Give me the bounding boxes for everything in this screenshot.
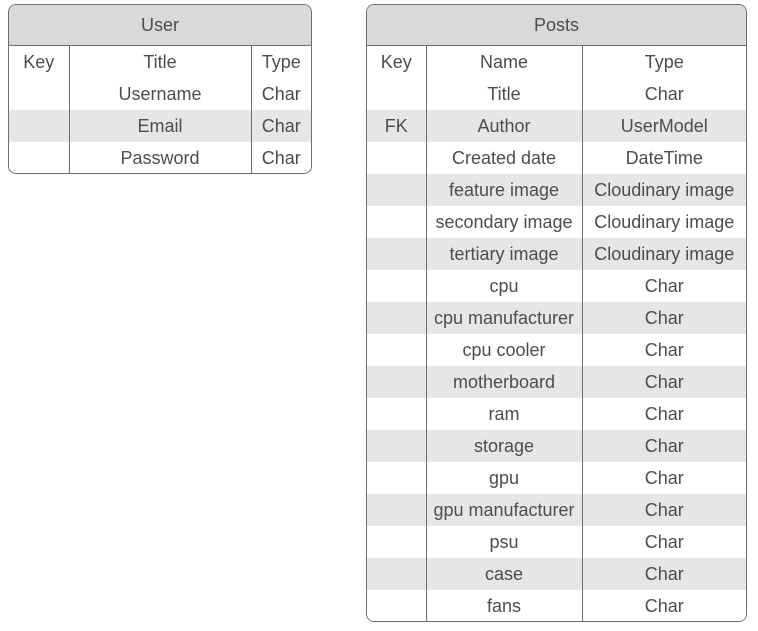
type-cell: Char bbox=[581, 494, 746, 526]
key-cell bbox=[367, 142, 426, 174]
type-cell: Char bbox=[250, 110, 311, 142]
type-cell: Char bbox=[581, 302, 746, 334]
type-cell: Char bbox=[581, 334, 746, 366]
name-cell: gpu manufacturer bbox=[425, 494, 582, 526]
key-cell bbox=[9, 78, 69, 110]
name-cell: case bbox=[425, 558, 582, 590]
type-cell: Cloudinary image bbox=[581, 238, 746, 270]
column-header-title: Title bbox=[68, 46, 251, 78]
name-cell: fans bbox=[425, 590, 582, 621]
key-cell bbox=[367, 462, 426, 494]
type-cell: Char bbox=[581, 558, 746, 590]
type-cell: Char bbox=[581, 526, 746, 558]
title-cell: Email bbox=[68, 110, 251, 142]
column-header-name: Name bbox=[425, 46, 582, 78]
key-cell bbox=[367, 366, 426, 398]
type-cell: Cloudinary image bbox=[581, 174, 746, 206]
key-cell bbox=[367, 174, 426, 206]
user-entity-title: User bbox=[9, 5, 311, 46]
type-cell: Cloudinary image bbox=[581, 206, 746, 238]
title-cell: Username bbox=[68, 78, 251, 110]
name-cell: cpu bbox=[425, 270, 582, 302]
name-cell: psu bbox=[425, 526, 582, 558]
name-cell: Title bbox=[425, 78, 582, 110]
column-header-type: Type bbox=[581, 46, 746, 78]
type-cell: Char bbox=[250, 142, 311, 173]
posts-entity-title: Posts bbox=[367, 5, 746, 46]
name-cell: cpu manufacturer bbox=[425, 302, 582, 334]
type-cell: Char bbox=[250, 78, 311, 110]
name-cell: motherboard bbox=[425, 366, 582, 398]
key-cell bbox=[367, 302, 426, 334]
type-cell: UserModel bbox=[581, 110, 746, 142]
posts-column-header-row: Key Name Type bbox=[367, 46, 746, 78]
key-cell bbox=[367, 398, 426, 430]
title-cell: Password bbox=[68, 142, 251, 173]
key-cell bbox=[367, 526, 426, 558]
name-cell: cpu cooler bbox=[425, 334, 582, 366]
type-cell: Char bbox=[581, 270, 746, 302]
name-cell: secondary image bbox=[425, 206, 582, 238]
column-header-type: Type bbox=[250, 46, 311, 78]
key-cell bbox=[9, 110, 69, 142]
key-cell bbox=[367, 78, 426, 110]
key-cell bbox=[367, 334, 426, 366]
key-cell bbox=[367, 590, 426, 621]
name-cell: gpu bbox=[425, 462, 582, 494]
name-cell: feature image bbox=[425, 174, 582, 206]
key-cell bbox=[367, 238, 426, 270]
key-cell bbox=[9, 142, 69, 173]
key-cell bbox=[367, 558, 426, 590]
type-cell: Char bbox=[581, 398, 746, 430]
type-cell: Char bbox=[581, 462, 746, 494]
type-cell: Char bbox=[581, 590, 746, 621]
type-cell: Char bbox=[581, 430, 746, 462]
type-cell: Char bbox=[581, 78, 746, 110]
column-header-key: Key bbox=[9, 46, 69, 78]
user-column-header-row: Key Title Type bbox=[9, 46, 311, 78]
type-cell: DateTime bbox=[581, 142, 746, 174]
type-cell: Char bbox=[581, 366, 746, 398]
column-header-key: Key bbox=[367, 46, 426, 78]
key-cell bbox=[367, 494, 426, 526]
name-cell: Created date bbox=[425, 142, 582, 174]
name-cell: storage bbox=[425, 430, 582, 462]
key-cell bbox=[367, 206, 426, 238]
name-cell: tertiary image bbox=[425, 238, 582, 270]
key-cell bbox=[367, 270, 426, 302]
key-cell: FK bbox=[367, 110, 426, 142]
name-cell: Author bbox=[425, 110, 582, 142]
name-cell: ram bbox=[425, 398, 582, 430]
key-cell bbox=[367, 430, 426, 462]
